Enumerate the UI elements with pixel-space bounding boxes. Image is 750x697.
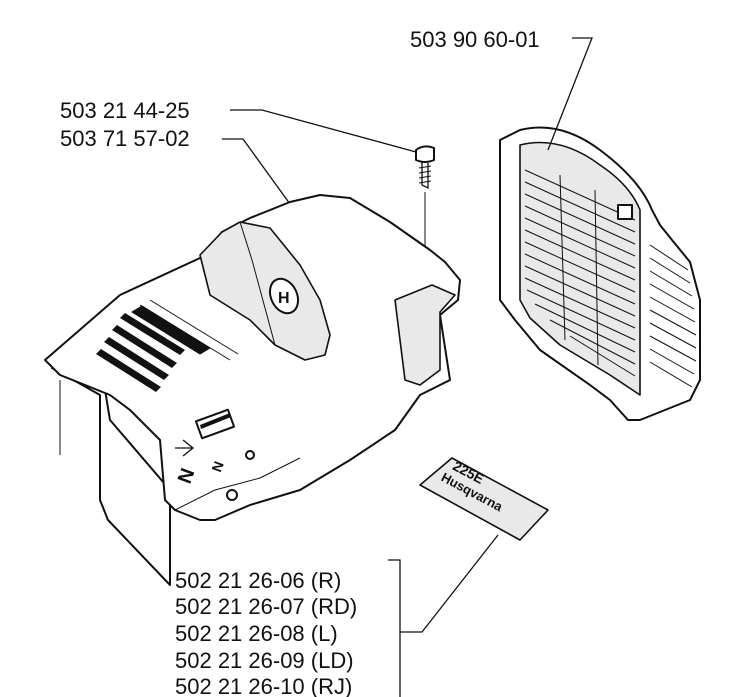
cylinder-cover: H N N	[44, 194, 461, 586]
screw	[415, 145, 435, 190]
grille-leader	[547, 37, 593, 151]
grille-fins	[649, 244, 697, 388]
screw-leader	[230, 109, 417, 153]
cover-vents	[96, 299, 239, 392]
decal-option-r: 502 21 26-06 (R)	[175, 568, 341, 593]
grille-part-number: 503 90 60-01	[410, 27, 540, 52]
choke-mark-left: N	[174, 466, 200, 487]
decal-leader	[388, 534, 499, 697]
decal: 225E Husqvarna	[419, 457, 549, 541]
air-intake-grille	[499, 126, 701, 421]
decal-option-ld: 502 21 26-09 (LD)	[175, 648, 354, 673]
grille-slats	[524, 169, 636, 377]
cover-logo-letter: H	[278, 290, 290, 307]
cover-logo: H	[268, 277, 300, 315]
decal-option-rd: 502 21 26-07 (RD)	[175, 594, 357, 619]
cover-part-number: 503 71 57-02	[60, 126, 190, 151]
decal-option-l: 502 21 26-08 (L)	[175, 621, 338, 646]
cover-leader	[222, 138, 291, 205]
screw-part-number: 503 21 44-25	[60, 98, 190, 123]
decal-option-rj: 502 21 26-10 (RJ)	[175, 674, 352, 697]
